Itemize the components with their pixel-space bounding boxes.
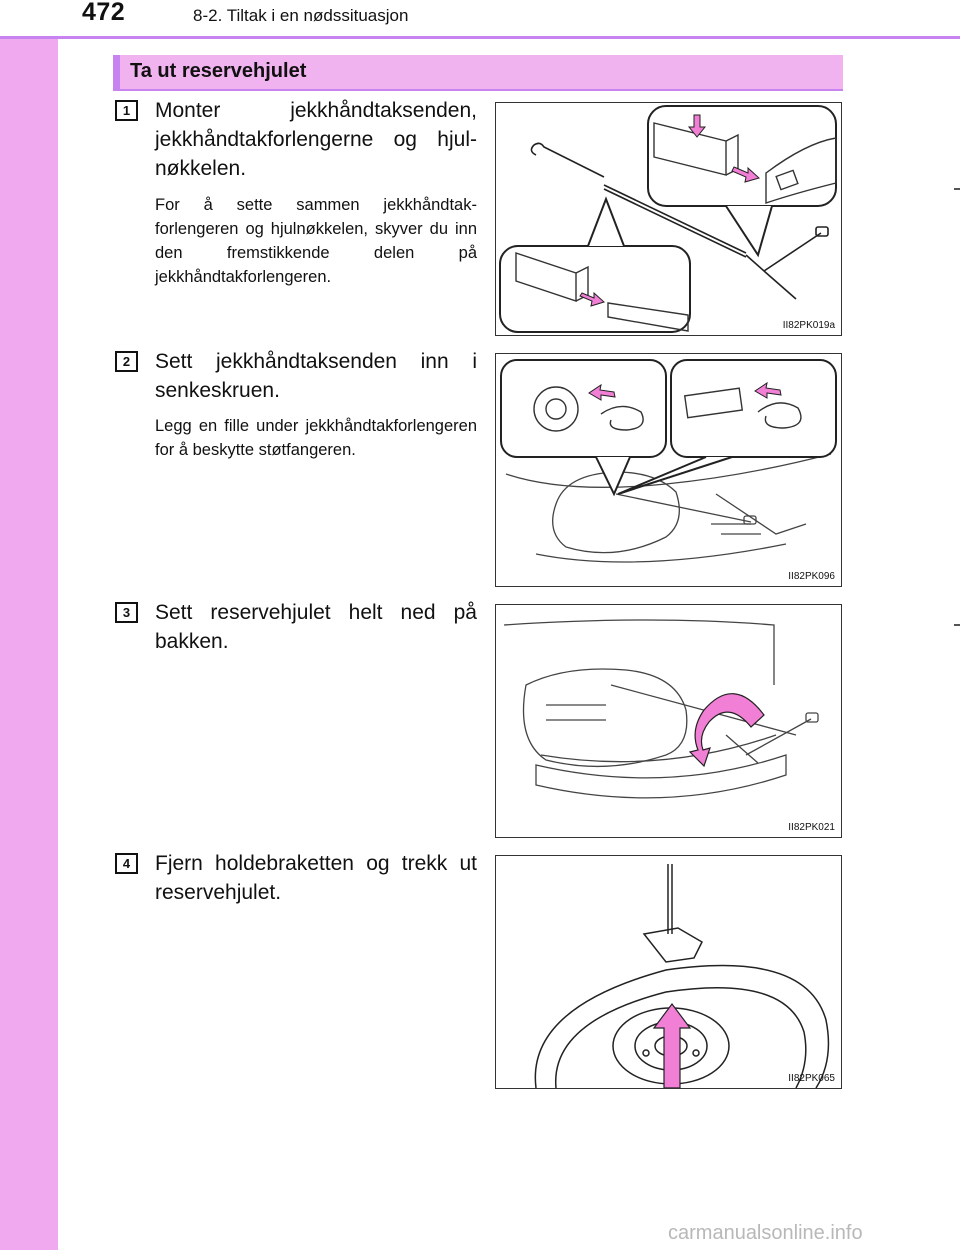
lowering-screw-illustration — [500, 359, 837, 563]
header-divider — [0, 36, 960, 39]
jack-handle-illustration — [499, 105, 837, 333]
page-header — [0, 0, 960, 37]
step-instruction: Monter jekkhåndtaksenden, jekkhåndtakfor… — [155, 99, 477, 180]
edge-tick — [954, 188, 960, 190]
step-number: 1 — [115, 100, 138, 121]
figure-code: II82PK021 — [788, 822, 835, 833]
step-instruction: Sett jekkhåndtaksenden inn i senkeskruen… — [155, 350, 477, 402]
figure-code: II82PK096 — [788, 571, 835, 582]
remove-spare-wheel-illustration — [534, 864, 830, 1088]
chapter-title: 8-2. Tiltak i en nødssituasjon — [193, 6, 409, 25]
step-note: For å sette sammen jekkhåndtak­forlenger… — [155, 196, 477, 286]
section-accent-bar — [113, 55, 120, 89]
left-margin-band — [0, 0, 58, 1250]
figure-lower-spare-wheel: II82PK021 — [495, 604, 842, 838]
step-instruction: Sett reservehjulet helt ned på bakken. — [155, 601, 477, 653]
step-number: 3 — [115, 602, 138, 623]
step-number: 2 — [115, 351, 138, 372]
step-instruction: Fjern holdebraketten og trekk ut reserve… — [155, 852, 477, 904]
edge-tick — [954, 624, 960, 626]
figure-code: II82PK019a — [782, 320, 835, 331]
lower-spare-wheel-illustration — [503, 619, 819, 799]
figure-jack-handle-assembly: II82PK019a — [495, 102, 842, 336]
figure-code: II82PK065 — [788, 1073, 835, 1084]
page-number: 472 — [82, 0, 126, 26]
section-header: Ta ut reservehjulet — [113, 55, 843, 91]
section-title: Ta ut reservehjulet — [130, 60, 307, 82]
figure-insert-into-lowering-screw: II82PK096 — [495, 353, 842, 587]
step-number: 4 — [115, 853, 138, 874]
watermark-text: carmanualsonline.info — [668, 1222, 863, 1244]
figure-remove-spare-wheel: II82PK065 — [495, 855, 842, 1089]
step-note: Legg en fille under jekkhåndtakfor­lenge… — [155, 417, 477, 459]
